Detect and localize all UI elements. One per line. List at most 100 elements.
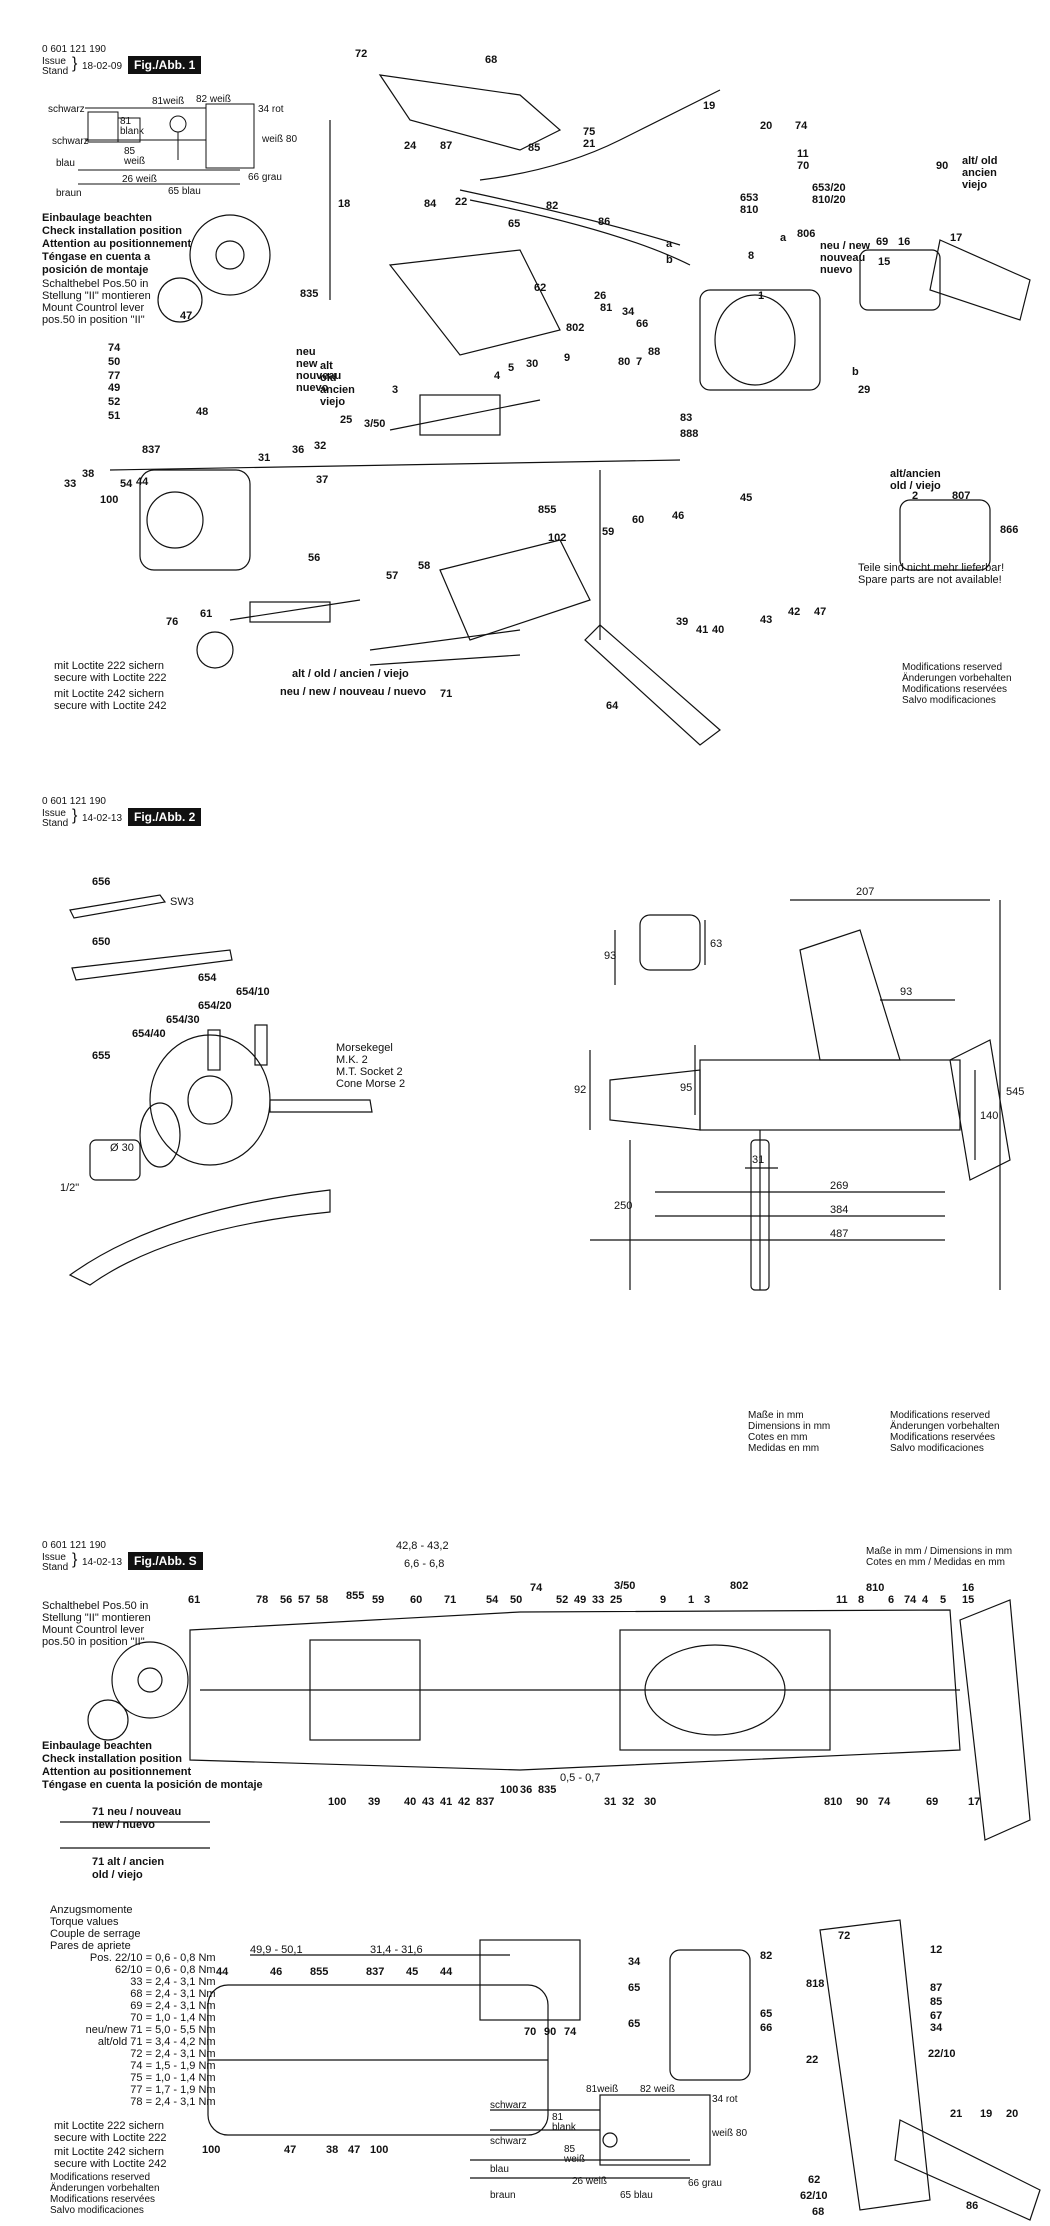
- figs-bottom-42: 42: [458, 1796, 471, 1808]
- callout-54: 54: [120, 478, 133, 490]
- figs-top-52: 52: [556, 1594, 569, 1606]
- callout-48: 48: [196, 406, 209, 418]
- figs-brace: }: [72, 1551, 78, 1568]
- callout-18: 18: [338, 198, 351, 210]
- figs-top-9: 9: [660, 1594, 667, 1606]
- fig1-lever-note: Schalthebel Pos.50 in Stellung "II" mont…: [42, 278, 151, 326]
- dim-384: 384: [830, 1204, 849, 1216]
- fig2-mods-note: Modifications reserved Änderungen vorbeh…: [890, 1410, 1000, 1454]
- dim-92: 92: [574, 1084, 587, 1096]
- fig1-date: 18-02-09: [82, 61, 123, 72]
- figs-wire-blank: blank: [552, 2122, 576, 2133]
- dim-93-right: 93: [900, 986, 913, 998]
- callout-62: 62: [534, 282, 547, 294]
- dim-269: 269: [830, 1180, 849, 1192]
- figs-wire-weiss-80: weiß 80: [712, 2128, 748, 2139]
- figs-wire-82-weiss: 82 weiß: [640, 2084, 676, 2095]
- fig1-neu-new-label-2: neu new nouveau nuevo: [296, 346, 342, 394]
- callout-807: 807: [952, 490, 971, 502]
- figs-gear-dim-49: 49,9 - 50,1: [250, 1944, 303, 1956]
- figs-handle-22: 22: [806, 2054, 819, 2066]
- figs-top-57: 57: [298, 1594, 311, 1606]
- figs-top-54: 54: [486, 1594, 499, 1606]
- torque-row: 74 = 1,5 - 1,9 Nm: [130, 2060, 216, 2072]
- figs-gear-855: 855: [310, 1966, 329, 1978]
- figs-issue-label: Issue: [42, 1552, 66, 1563]
- callout-58: 58: [418, 560, 431, 572]
- callout-41: 41: [696, 624, 709, 636]
- torque-row: 33 = 2,4 - 3,1 Nm: [130, 1976, 216, 1988]
- figs-cable-65b: 65: [628, 2018, 641, 2030]
- figs-bottom-69: 69: [926, 1796, 939, 1808]
- figs-gear-dim-31: 31,4 - 31,6: [370, 1944, 423, 1956]
- figs-handle-62: 62: [808, 2174, 821, 2186]
- figs-top-61: 61: [188, 1594, 201, 1606]
- figs-gear-47b: 47: [348, 2144, 361, 2156]
- callout-68: 68: [485, 54, 498, 66]
- figs-handle-67: 67: [930, 2010, 943, 2022]
- torque-row: 78 = 2,4 - 3,1 Nm: [130, 2096, 216, 2108]
- torque-row: neu/new 71 = 5,0 - 5,5 Nm: [85, 2024, 216, 2036]
- figs-screw-new: 71 neu / nouveau new / nuevo: [92, 1806, 182, 1831]
- figs-top-74: 74: [530, 1582, 543, 1594]
- figs-torque-table: Pos. 22/10 = 0,6 - 0,8 Nm 62/10 = 0,6 - …: [50, 1952, 216, 2108]
- fig1-neu-new-label: neu / new nouveau nuevo: [820, 240, 871, 276]
- callout-17: 17: [950, 232, 963, 244]
- callout-3-50: 3/50: [364, 418, 386, 430]
- figs-top-50: 50: [510, 1594, 523, 1606]
- figs-handle-68: 68: [812, 2206, 825, 2218]
- fig1-stand-label: Stand: [42, 66, 69, 77]
- figs-wire-65-blau: 65 blau: [620, 2190, 653, 2201]
- callout-87: 87: [440, 140, 453, 152]
- marker-a-2: a: [780, 232, 787, 244]
- fig1-part-number: 0 601 121 190: [42, 44, 106, 55]
- figs-screw-old: 71 alt / ancien old / viejo: [92, 1856, 165, 1881]
- fig2-part-654-30: 654/30: [166, 1014, 200, 1026]
- dim-93-left: 93: [604, 950, 617, 962]
- callout-24: 24: [404, 140, 417, 152]
- fig1-badge: Fig./Abb. 1: [128, 56, 202, 74]
- figs-top-3: 3: [704, 1594, 711, 1606]
- figs-lever-note: Schalthebel Pos.50 in Stellung "II" mont…: [42, 1600, 151, 1648]
- figs-torque-title: Anzugsmomente Torque values Couple de se…: [50, 1904, 141, 1952]
- figs-gear-100: 100: [202, 2144, 221, 2156]
- torque-row: 69 = 2,4 - 3,1 Nm: [130, 2000, 216, 2012]
- figs-top-25: 25: [610, 1594, 623, 1606]
- callout-44: 44: [136, 476, 149, 488]
- figs-handle-62-10: 62/10: [800, 2190, 828, 2202]
- figs-date: 14-02-13: [82, 1557, 123, 1568]
- callout-20: 20: [760, 120, 773, 132]
- figs-bottom-30: 30: [644, 1796, 657, 1808]
- figs-top-1: 1: [688, 1594, 695, 1606]
- figs-wire-26-weiss: 26 weiß: [572, 2176, 608, 2187]
- figs-top-60: 60: [410, 1594, 423, 1606]
- wire-blank: blank: [120, 126, 144, 137]
- fig2-part-654-40: 654/40: [132, 1028, 166, 1040]
- callout-49: 49: [108, 382, 121, 394]
- figs-wire-85: 85: [564, 2144, 576, 2155]
- callout-83: 83: [680, 412, 693, 424]
- wire-26-weiss: 26 weiß: [122, 174, 158, 185]
- callout-45: 45: [740, 492, 753, 504]
- fig2-half-inch: 1/2": [60, 1182, 80, 1194]
- figs-wire-braun: braun: [490, 2190, 516, 2201]
- callout-74: 74: [795, 120, 808, 132]
- figs-dim-6-6: 6,6 - 6,8: [404, 1558, 445, 1570]
- dim-250: 250: [614, 1200, 633, 1212]
- fig1-alt-old-label-3: alt old ancien viejo: [320, 360, 355, 408]
- callout-653-20: 653/20: [812, 182, 846, 194]
- callout-42: 42: [788, 606, 801, 618]
- callout-86: 86: [598, 216, 611, 228]
- figs-dim-42: 42,8 - 43,2: [396, 1540, 449, 1552]
- marker-a-1: a: [666, 238, 673, 250]
- callout-100: 100: [100, 494, 119, 506]
- figs-top-74b: 74: [904, 1594, 917, 1606]
- callout-70: 70: [797, 160, 810, 172]
- figs-bottom-74: 74: [878, 1796, 891, 1808]
- callout-810: 810: [740, 204, 759, 216]
- figs-gear-45: 45: [406, 1966, 419, 1978]
- callout-19: 19: [703, 100, 716, 112]
- callout-4: 4: [494, 370, 501, 382]
- figs-bottom-100: 100: [328, 1796, 347, 1808]
- figs-handle-20: 20: [1006, 2108, 1019, 2120]
